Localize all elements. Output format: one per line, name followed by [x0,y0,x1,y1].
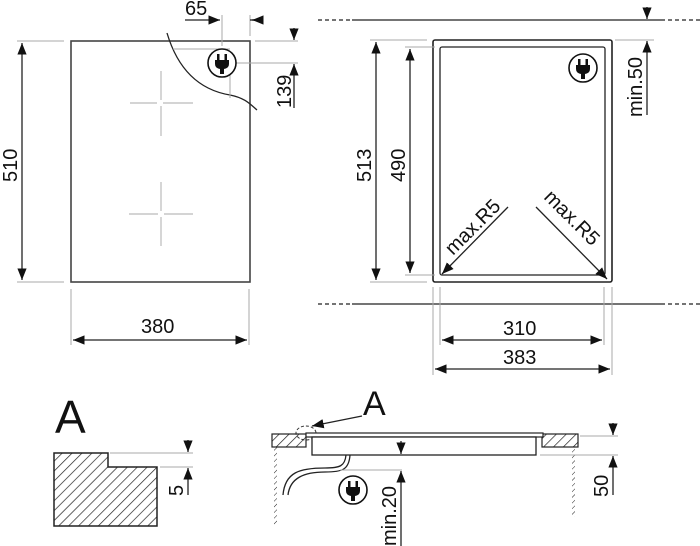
hob-outline [70,40,251,283]
plug-offset-x-label: 65 [185,0,207,20]
plug-offset-y-label: 139 [274,75,296,108]
plug-icon [207,48,237,78]
step-height-label: 5 [166,485,188,496]
corner-radius-left-label: max.R5 [441,195,505,259]
plug-icon [568,53,598,83]
min-clearance-top-label: min.50 [625,57,647,117]
detail-ref-label: A [363,385,386,423]
section-view: A min.20 50 [271,385,618,546]
inner-width-label: 310 [503,318,536,340]
cooking-zone-1 [130,71,193,136]
detail-a: A 5 [53,391,193,527]
min-clearance-below-label: min.20 [379,486,401,546]
worktop-thickness-label: 50 [591,475,613,497]
inner-depth-label: 490 [388,149,410,182]
cutout-inner [439,46,606,276]
detail-a-label: A [55,391,86,443]
cutout-view: max.R5 max.R5 min.50 513 490 310 383 [318,7,700,375]
corner-radius-right-label: max.R5 [539,186,603,250]
outer-width-label: 383 [503,347,536,369]
depth-label: 510 [0,149,22,182]
hob-body [311,436,537,456]
cutout-outer [432,39,613,283]
top-view: 65 139 510 380 [0,0,299,345]
outer-depth-label: 513 [354,149,376,182]
detail-a-section [53,452,158,527]
cooking-zone-2 [129,182,193,246]
plug-icon [338,475,368,505]
width-label: 380 [141,316,174,338]
